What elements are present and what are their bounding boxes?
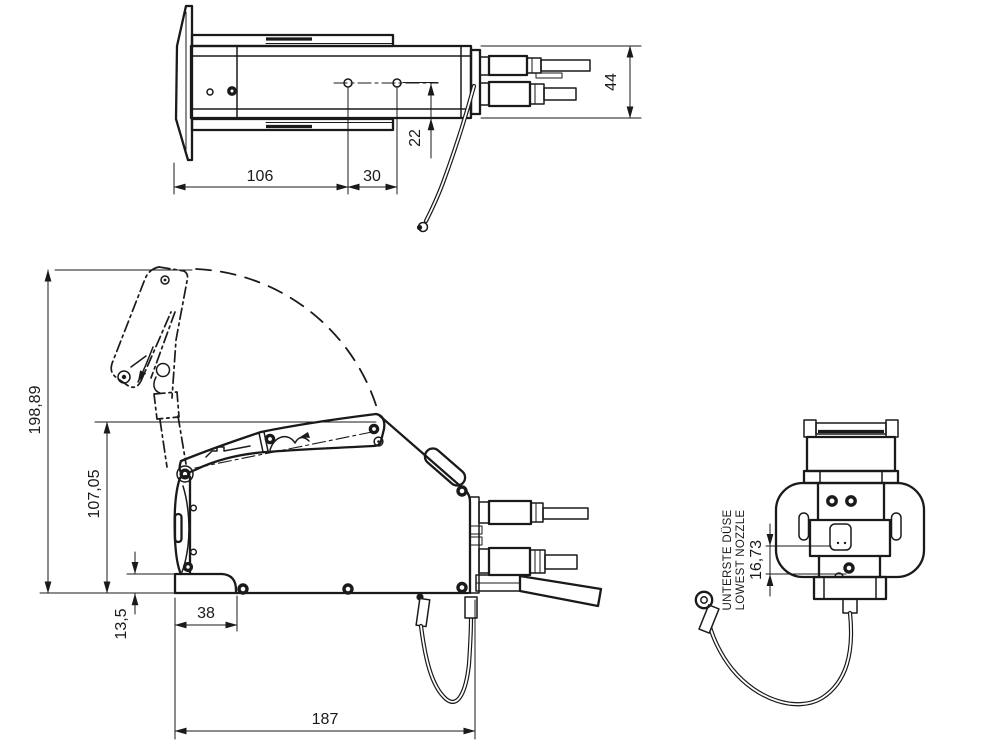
dim-107-05-label: 107,05 [86,469,103,518]
front-view: 16,73 UNTERSTE DÜSE LOWEST NOZZLE [694,419,926,707]
cable-stub [842,598,858,614]
side-slot [798,512,810,541]
head-button [423,447,467,487]
dim-38-label: 38 [197,605,215,622]
top-view-dimensions: 106 30 22 44 [173,45,642,195]
side-view-body [173,475,470,595]
upper-connector-pin [540,59,591,72]
side-view-ground-cable [415,593,478,704]
ring-terminal [694,590,714,610]
lowest-nozzle-label-en: LOWEST NOZZLE [735,510,747,611]
dim-30-label: 30 [363,168,381,185]
dim-22-label: 22 [407,129,424,147]
motion-arc [195,268,380,416]
tower-slot [173,512,183,544]
dim-198-89-label: 198,89 [27,385,44,434]
upper-connector [487,54,529,77]
head [378,414,472,595]
top-view-ground-cable [416,83,477,233]
front-view-ground-cable [694,590,854,707]
bottom-plate [190,117,395,132]
screw [227,86,237,96]
dim-16-73-label: 16,73 [748,540,765,580]
lowest-nozzle-label-de: UNTERSTE DÜSE [722,509,734,610]
dim-106-label: 106 [247,168,274,185]
mounting-hole [392,78,402,88]
front-view-labels: UNTERSTE DÜSE LOWEST NOZZLE [722,509,747,610]
phantom-joint [155,362,171,378]
side-view-connectors [469,496,603,608]
front-view-bracket [802,419,900,485]
rotation-arrow [137,346,154,383]
lower-connector [487,80,532,108]
mounting-hole [343,78,353,88]
side-view: 198,89 107,05 13,5 38 187 [27,266,603,740]
top-view-connectors [469,48,591,116]
lower-connector-pin [543,87,577,101]
flange-outline [174,4,194,162]
phantom-arm [110,266,189,468]
dim-13-5-label: 13,5 [113,608,130,639]
dim-44-label: 44 [603,73,620,91]
dim-187-label: 187 [312,711,339,728]
front-view-body [774,481,926,614]
front-view-dimension: 16,73 [748,523,847,597]
small-hole [206,88,214,96]
torch-arm [176,412,386,483]
side-slot [890,512,902,541]
side-view-dimensions: 198,89 107,05 13,5 38 187 [27,269,476,740]
nozzle [829,523,852,551]
lower-connector [487,546,532,577]
cable-exit [518,574,603,608]
arm-pivot [176,465,194,483]
upper-connector [487,499,533,526]
top-view: 106 30 22 44 [173,4,642,233]
